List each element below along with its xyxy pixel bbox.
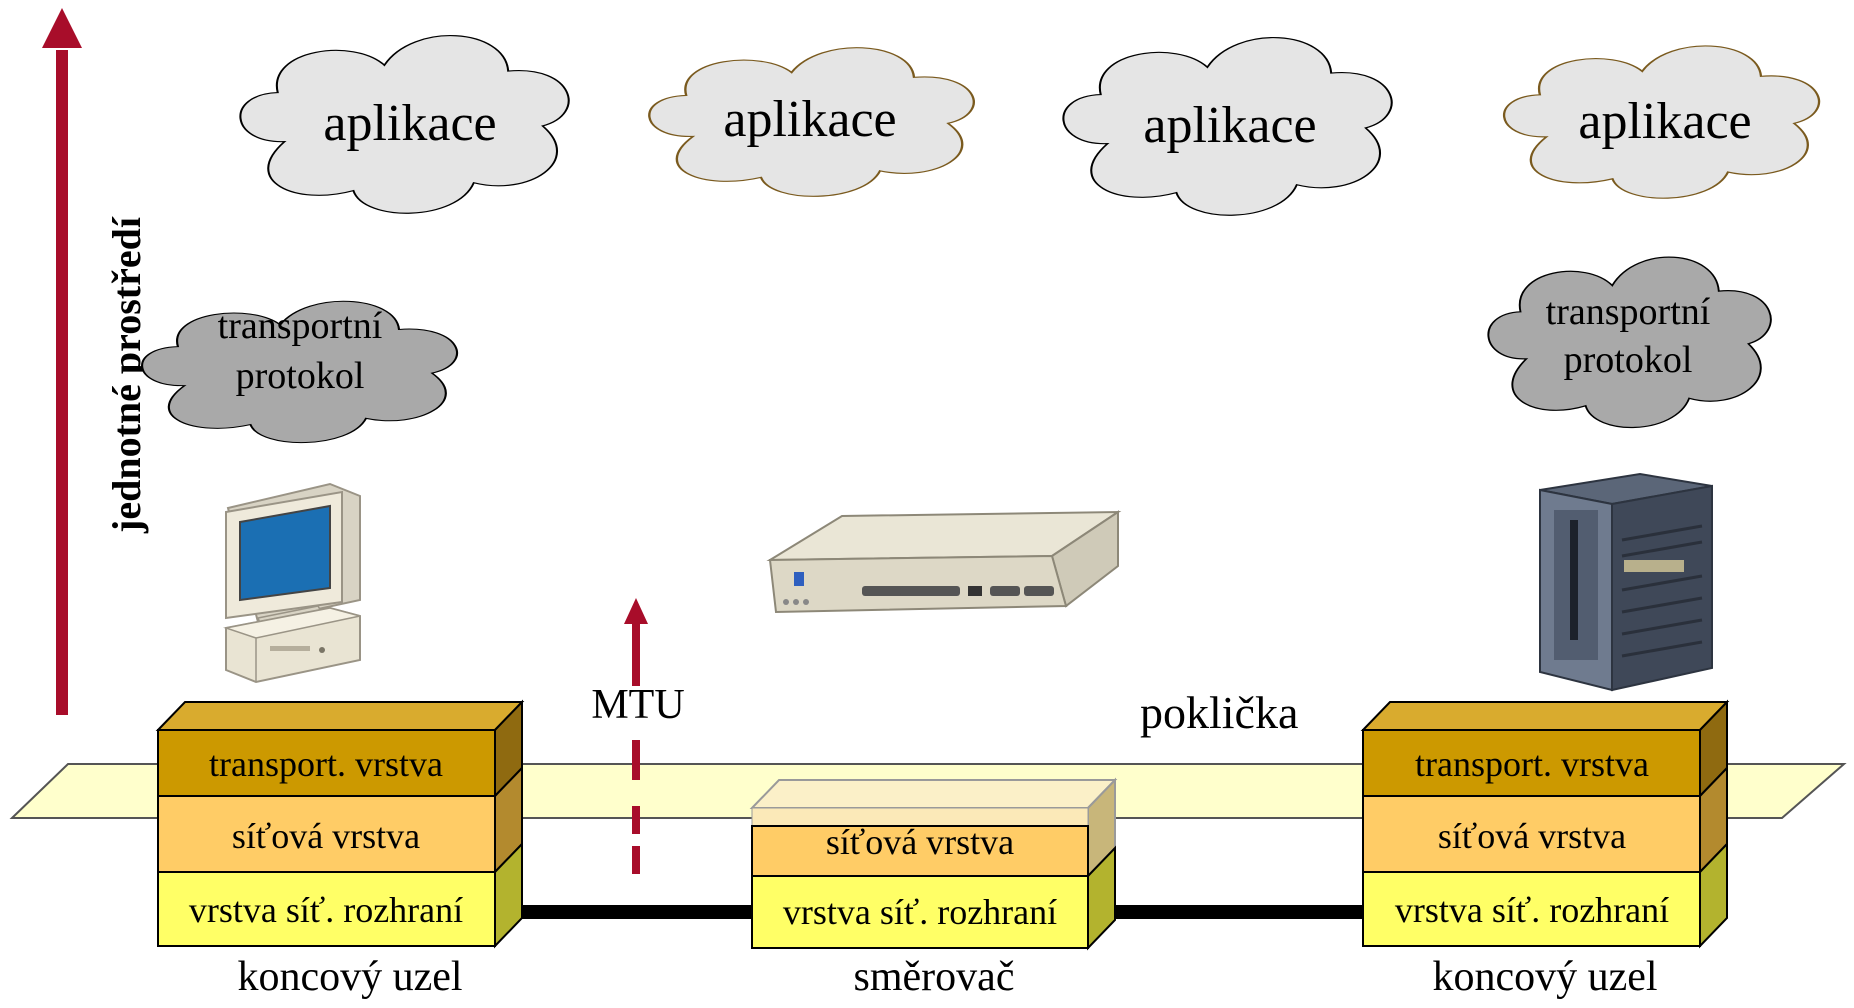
lid-label: poklička bbox=[1140, 687, 1298, 738]
application-cloud-label: aplikace bbox=[323, 95, 496, 152]
transport-layer bbox=[157, 729, 496, 797]
application-cloud-label: aplikace bbox=[1578, 93, 1751, 150]
network-layer bbox=[1362, 795, 1701, 873]
transport-protocol-cloud-left: transportní protokol bbox=[142, 301, 457, 442]
server-tower-icon bbox=[1539, 472, 1713, 692]
right-node-stack: transport. vrstva síťová vrstva vrstva s… bbox=[1360, 699, 1730, 1000]
network-layer bbox=[157, 795, 496, 873]
interface-layer bbox=[157, 871, 496, 947]
application-cloud: aplikace bbox=[1063, 38, 1391, 216]
interface-layer bbox=[1362, 871, 1701, 947]
mtu-arrow bbox=[624, 598, 648, 880]
left-node-stack: transport. vrstva síťová vrstva vrstva s… bbox=[155, 699, 525, 1000]
transport-protocol-line2: protokol bbox=[1564, 339, 1693, 381]
unified-environment-arrow bbox=[42, 8, 82, 715]
application-cloud-label: aplikace bbox=[1143, 97, 1316, 154]
interface-layer-label: vrstva síť. rozhraní bbox=[1395, 890, 1669, 930]
node-caption: směrovač bbox=[854, 954, 1015, 1000]
unified-environment-label: jednotné prostředí bbox=[104, 216, 149, 534]
network-layer-label: síťová vrstva bbox=[1438, 816, 1626, 856]
node-caption: koncový uzel bbox=[1432, 954, 1657, 1000]
router-icon bbox=[766, 510, 1122, 614]
router-stack: síťová vrstva vrstva síť. rozhraní směro… bbox=[749, 777, 1118, 1000]
mtu-label: MTU bbox=[591, 682, 684, 728]
application-cloud: aplikace bbox=[1504, 46, 1819, 198]
interface-layer-label: vrstva síť. rozhraní bbox=[783, 892, 1057, 932]
transport-protocol-line1: transportní bbox=[1546, 291, 1711, 333]
interface-layer bbox=[751, 875, 1089, 949]
desktop-computer-icon bbox=[223, 482, 361, 684]
interface-layer-label: vrstva síť. rozhraní bbox=[189, 890, 463, 930]
application-cloud: aplikace bbox=[240, 36, 568, 214]
transport-protocol-cloud-right: transportní protokol bbox=[1488, 257, 1770, 427]
transport-protocol-line1: transportní bbox=[218, 305, 383, 347]
application-cloud-label: aplikace bbox=[723, 91, 896, 148]
application-cloud: aplikace bbox=[649, 48, 973, 197]
transport-layer-label: transport. vrstva bbox=[209, 744, 443, 784]
transport-protocol-line2: protokol bbox=[236, 355, 365, 397]
transport-layer bbox=[1362, 729, 1701, 797]
network-layer-label: síťová vrstva bbox=[826, 822, 1014, 862]
network-layer-label: síťová vrstva bbox=[232, 816, 420, 856]
network-layer bbox=[751, 825, 1089, 877]
node-caption: koncový uzel bbox=[237, 954, 462, 1000]
transport-layer-label: transport. vrstva bbox=[1415, 744, 1649, 784]
